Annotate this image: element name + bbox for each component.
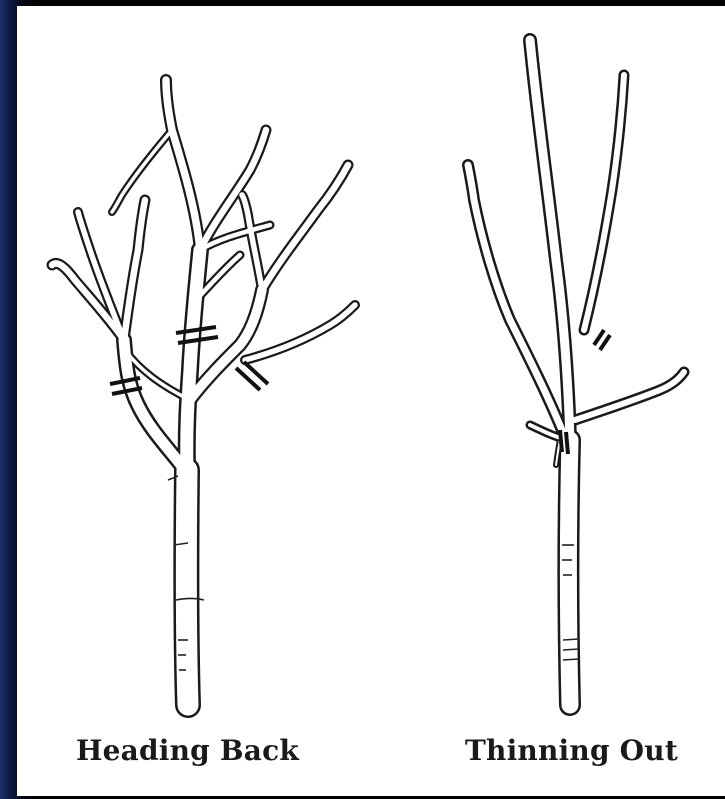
thinning-out-tree [468,40,684,705]
heading-back-caption: Heading Back [76,734,299,767]
thinning-out-caption: Thinning Out [465,734,678,767]
heading-back-tree [52,80,355,705]
